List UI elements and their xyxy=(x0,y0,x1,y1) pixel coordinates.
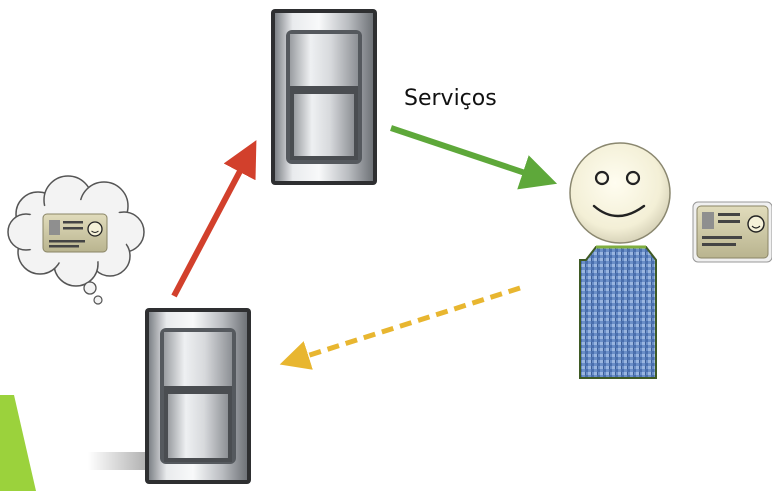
server-icon xyxy=(271,9,377,185)
arrow-dashed-return xyxy=(279,285,521,370)
server-icon xyxy=(145,308,251,484)
services-label: Serviços xyxy=(404,86,497,111)
user-body xyxy=(579,245,657,379)
server-shadow xyxy=(88,452,158,470)
arrow-request xyxy=(171,140,257,298)
id-card-icon xyxy=(42,213,108,253)
slide-accent-wedge xyxy=(0,395,36,491)
id-card-icon xyxy=(692,201,772,263)
user-face-icon xyxy=(569,142,671,244)
arrow-services xyxy=(390,125,558,190)
thought-cloud-icon xyxy=(7,175,145,305)
